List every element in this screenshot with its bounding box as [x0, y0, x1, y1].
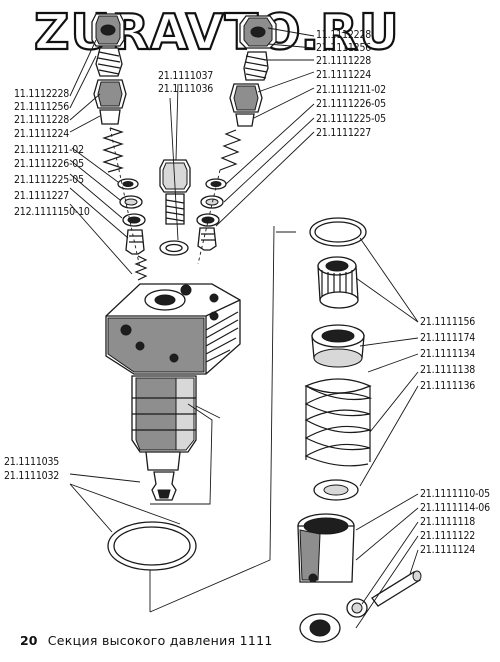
- part-label: 21.1111136: [420, 380, 476, 392]
- part-label: 21.1111118: [420, 516, 476, 528]
- left-fitting-assembly: [91, 13, 148, 281]
- part-label: 21.1111228: [14, 114, 70, 126]
- pump-head-block: [105, 283, 241, 501]
- part-label: 11.1112228: [14, 88, 70, 100]
- part-label: 11.1112228: [316, 29, 372, 41]
- part-label: 21.1111225-05: [316, 113, 386, 125]
- center-plug: [159, 159, 191, 256]
- part-label: 21.1111138: [420, 364, 476, 376]
- part-label: 21.1111114-06: [420, 502, 490, 514]
- part-label: 212.1111150-10: [14, 206, 90, 218]
- figure-title: Секция высокого давления 1111: [47, 633, 273, 648]
- part-label: 21.1111036: [158, 83, 214, 95]
- part-label: 21.1111256: [316, 42, 372, 54]
- part-label: 21.1111225-05: [14, 174, 84, 186]
- part-label: 21.1111226-05: [316, 98, 386, 110]
- part-label: 21.1111211-02: [14, 144, 84, 156]
- leader-lines: [69, 27, 419, 629]
- right-parts-stack: [297, 217, 422, 643]
- part-label: 21.1111035: [4, 456, 60, 468]
- part-label: 21.1111174: [420, 332, 476, 344]
- part-label: 21.1111134: [420, 348, 476, 360]
- part-label: 21.1111156: [420, 316, 476, 328]
- part-label: 21.1111124: [420, 544, 476, 556]
- part-label: 21.1111032: [4, 470, 60, 482]
- figure-caption: 20 Секция высокого давления 1111: [20, 633, 273, 648]
- part-label: 21.1111224: [316, 69, 372, 81]
- part-label: 21.1111256: [14, 101, 70, 113]
- lower-o-ring: [107, 521, 197, 571]
- figure-number: 20: [20, 633, 38, 648]
- part-label: 21.1111227: [14, 190, 70, 202]
- part-label: 21.1111228: [316, 55, 372, 67]
- part-label: 21.1111122: [420, 530, 476, 542]
- part-label: 21.1111224: [14, 128, 70, 140]
- part-label: 21.1111211-02: [316, 84, 386, 96]
- part-label: 21.1111037: [158, 70, 214, 82]
- part-label: 21.1111227: [316, 127, 372, 139]
- part-label: 21.1111226-05: [14, 158, 84, 170]
- part-label: 21.1111110-05: [420, 488, 490, 500]
- right-fitting-assembly: [196, 15, 277, 251]
